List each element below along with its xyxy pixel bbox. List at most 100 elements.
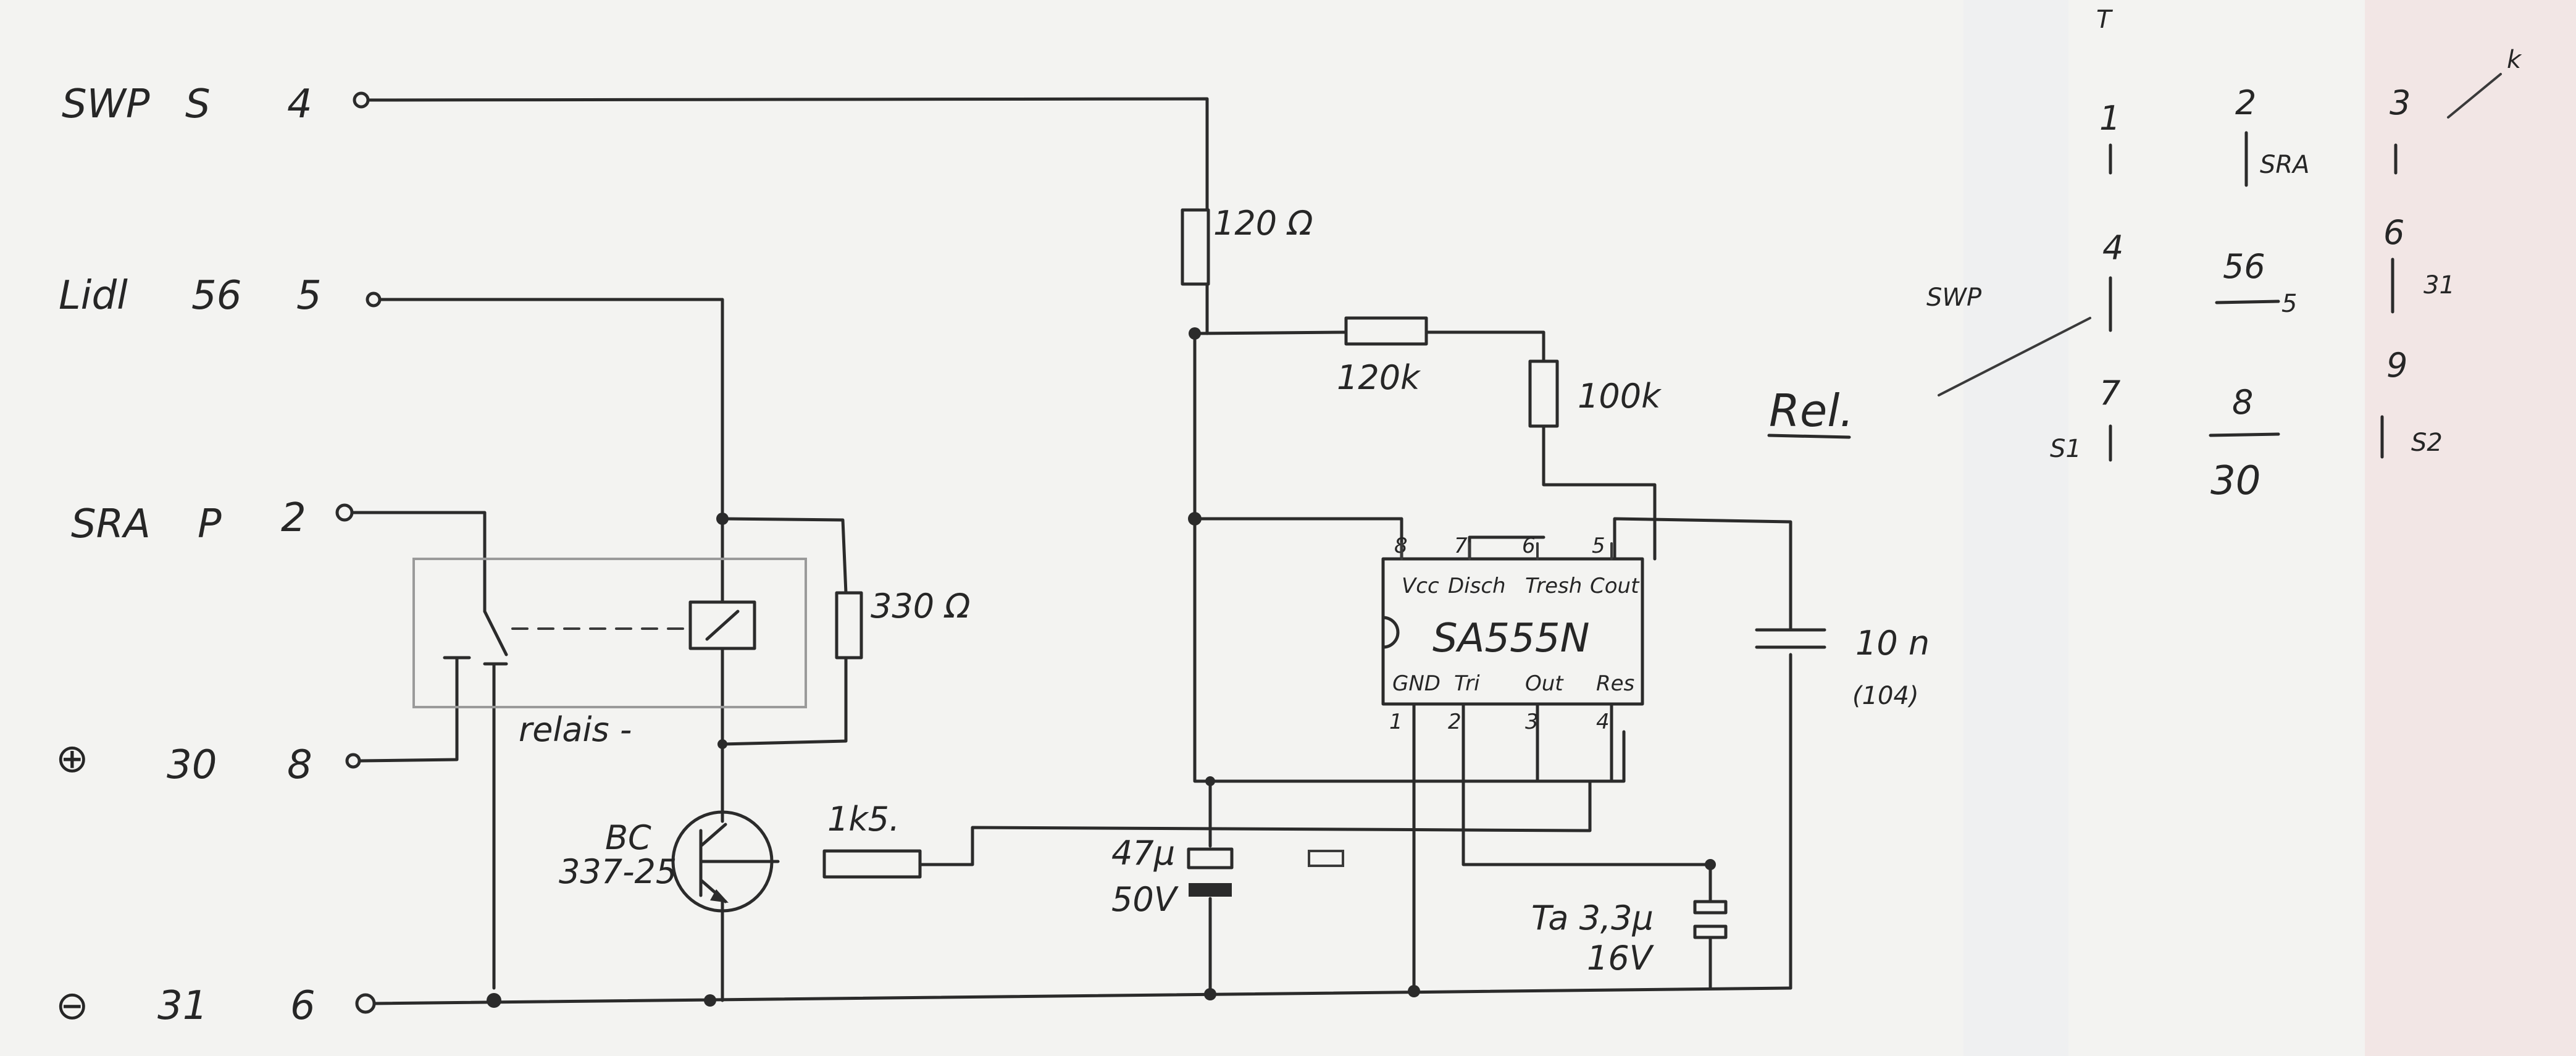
terminal-sra-label: SRA: [71, 501, 151, 547]
pinout-col1-swp: SWP: [1926, 283, 1982, 312]
pinout-col1-bot: 7: [2099, 374, 2120, 413]
transistor-type: BC: [605, 818, 651, 857]
terminal-swp: SWP S 4: [62, 82, 370, 127]
terminal-sra-post[interactable]: [335, 503, 354, 522]
junction: [1189, 327, 1201, 340]
pinout-col3-s2: S2: [2411, 429, 2443, 457]
resistor-330-ohm-label: 330 Ω: [871, 587, 971, 626]
terminal-plus-code: 30: [167, 742, 217, 788]
ic-pin-num-3: 3: [1525, 710, 1539, 734]
ic-pin-name-tri: Tri: [1454, 671, 1480, 696]
relay-label: relais -: [519, 710, 632, 749]
terminal-minus-post[interactable]: [355, 993, 376, 1014]
resistor-1k5-body: [822, 849, 922, 879]
pinout-col3-9: 9: [2386, 346, 2407, 385]
pinout-col2-sub5: 5: [2281, 290, 2297, 318]
pinout-col3-31: 31: [2423, 271, 2455, 300]
resistor-1k5: 1k5.: [822, 800, 922, 879]
resistor-120-ohm-body: [1181, 208, 1210, 286]
transistor-collector: [699, 823, 727, 848]
ic-555-notch: [1381, 616, 1400, 649]
cap-47u-plate: [1187, 847, 1234, 870]
resistor-120k: 120k: [1337, 316, 1428, 397]
terminal-swp-pin: 4: [287, 82, 312, 127]
capacitor-ta-3u3: Ta 3,3μ 16V: [1531, 899, 1728, 978]
resistor-120-ohm: 120 Ω: [1181, 204, 1313, 286]
cap-ta-voltage: 16V: [1587, 939, 1655, 978]
relay: relais -: [412, 558, 807, 749]
junction: [487, 993, 501, 1008]
wire-vcc-vertical: [1193, 332, 1626, 783]
pinout-col2-8: 8: [2232, 383, 2253, 422]
cap-47u-value: 47μ: [1111, 834, 1175, 873]
wire-lidl-coil: [378, 298, 724, 604]
rel-label-group: Rel.: [1767, 317, 2091, 439]
wire-swp-rail: [367, 97, 1209, 212]
cap-10n-code: (104): [1852, 682, 1919, 710]
pinout-mark-top: T: [2096, 6, 2114, 34]
ic-pin-name-vcc: Vcc: [1402, 574, 1439, 598]
pinout-col3-k: k: [2507, 46, 2522, 74]
pinout-col1-mid: 4: [2102, 228, 2123, 267]
cap-47u-plate-neg: [1189, 883, 1232, 897]
paper-edge-shadow: [1963, 0, 2068, 1056]
ic-555-name: SA555N: [1432, 616, 1589, 661]
wire-gnd-rail: [372, 986, 1792, 1005]
wire-pin3: [1536, 702, 1592, 783]
ic-pin-name-disch: Disch: [1448, 574, 1506, 598]
ic-pin-num-4: 4: [1596, 710, 1610, 734]
pinout-col2-top: 2: [2235, 83, 2256, 122]
pinout-col2-sra: SRA: [2260, 151, 2310, 179]
terminal-minus-code: 31: [157, 983, 207, 1029]
resistor-330-ohm: 330 Ω: [835, 587, 971, 660]
resistor-100k-label: 100k: [1578, 377, 1662, 416]
terminal-swp-label: SWP: [62, 82, 150, 127]
wire-switch-plus: [359, 656, 459, 763]
transistor-bc337: BC 337-25: [559, 810, 780, 913]
relay-pinout: T 1 4 SWP 7 S1 2 SRA 56 5 8 30 3 k 6 31 …: [1926, 6, 2522, 504]
wire-pin2: [1462, 702, 1712, 866]
terminal-minus-alt: 6: [290, 983, 316, 1029]
ic-555-body: [1381, 557, 1644, 706]
junction: [1705, 859, 1716, 870]
resistor-120-ohm-label: 120 Ω: [1213, 204, 1313, 243]
terminal-lidl-post[interactable]: [366, 291, 382, 308]
relay-coil-slash: [705, 610, 740, 641]
wire-vcc-pin8: [1193, 517, 1403, 561]
junctions: [487, 327, 1716, 1008]
rel-pointer-line: [1938, 317, 2091, 396]
wire-sra-switch: [350, 511, 487, 613]
cap-ta-plate-bottom: [1693, 924, 1728, 939]
ic-pin-num-2: 2: [1448, 710, 1462, 734]
wire-out-to-base: [918, 779, 1592, 866]
wire-100k-to-tresh: [1542, 424, 1657, 561]
cap-47u-ghost: [1308, 850, 1344, 867]
transistor-part: 337-25: [559, 852, 677, 891]
resistor-330-ohm-body: [835, 591, 863, 660]
transistor-arrow: [710, 889, 729, 903]
terminal-plus-post[interactable]: [345, 753, 361, 769]
resistor-100k-body: [1528, 359, 1559, 428]
ic-pin-num-5: 5: [1592, 534, 1605, 558]
terminal-sra: SRA P 2: [71, 495, 354, 547]
junction: [1188, 512, 1202, 526]
resistor-100k: 100k: [1528, 359, 1662, 428]
pinout-col1-s1: S1: [2050, 435, 2081, 463]
pinout-col3-top: 3: [2390, 83, 2411, 122]
terminal-lidl-code: 56: [191, 273, 241, 319]
relay-coil: [688, 600, 756, 650]
pinout-col3-diag: [2447, 73, 2502, 119]
cap-ta-plate-top: [1693, 900, 1728, 915]
rel-label: Rel.: [1769, 385, 1854, 437]
junction: [716, 513, 729, 525]
terminal-swp-code: S: [185, 82, 211, 127]
junction: [1205, 776, 1215, 786]
relay-outline: [412, 558, 807, 708]
ic-pin-num-7: 7: [1454, 534, 1468, 558]
capacitor-47u: 47μ 50V: [1111, 834, 1344, 919]
terminal-swp-post[interactable]: [353, 91, 370, 109]
ic-555: SA555N Vcc Disch Tresh Cout 8 7 6 5 GND …: [1381, 534, 1644, 734]
terminal-sra-pin: 2: [281, 495, 306, 541]
